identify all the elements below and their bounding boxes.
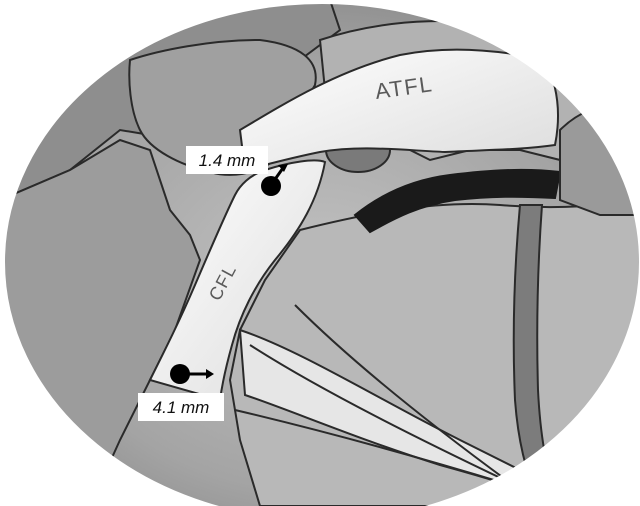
right-upper-structure — [560, 107, 640, 215]
upper-measurement-label: 1.4 mm — [186, 146, 268, 174]
lower-measurement-text: 4.1 mm — [153, 398, 210, 417]
upper-measurement-text: 1.4 mm — [199, 151, 256, 170]
lower-measurement-label: 4.1 mm — [138, 393, 224, 421]
